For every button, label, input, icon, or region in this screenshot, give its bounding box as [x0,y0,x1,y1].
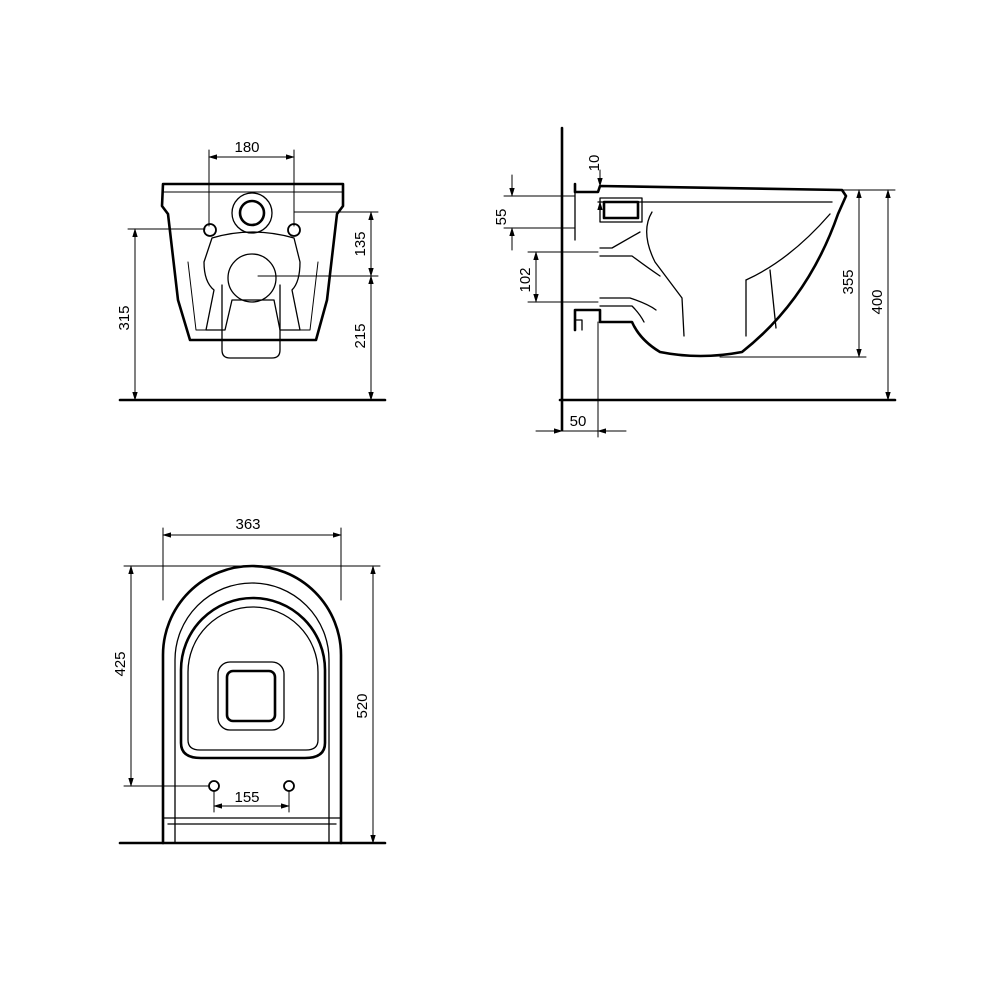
dim-side-355: 355 [719,189,867,358]
dim-label-55: 55 [493,209,510,226]
dim-label-215: 215 [352,323,369,348]
side-view: 10 55 102 355 400 [493,126,897,438]
dim-side-400: 400 [841,189,896,401]
dim-label-102: 102 [517,267,534,292]
dim-label-425: 425 [112,651,129,676]
dim-front-180: 180 [208,139,295,227]
dim-label-155: 155 [234,789,259,806]
dim-side-55: 55 [493,174,576,251]
front-fixing-hole-left [203,223,217,237]
dim-label-355: 355 [840,269,857,294]
dim-top-520: 520 [249,565,381,844]
dim-label-400: 400 [869,289,886,314]
dim-side-102: 102 [517,251,599,303]
top-fixing-hole-right [283,780,295,792]
side-toilet-outline [573,182,848,358]
dim-label-363: 363 [235,516,260,533]
dim-label-520: 520 [354,693,371,718]
dim-front-215: 215 [352,275,374,401]
dim-label-180: 180 [234,139,259,156]
dim-top-155: 155 [213,789,290,813]
dim-front-135: 135 [257,211,379,277]
dim-label-315: 315 [116,305,133,330]
top-view: 363 425 520 155 [112,516,387,845]
top-fixing-hole-left [208,780,220,792]
dim-top-425: 425 [112,565,251,787]
dim-label-10: 10 [586,155,603,172]
front-view: 180 135 215 315 [116,139,387,402]
dim-label-50: 50 [570,413,587,430]
dim-side-50: 50 [535,321,627,438]
dim-side-10: 10 [586,155,603,217]
dim-label-135: 135 [352,231,369,256]
front-toilet-outline [160,182,345,359]
dim-top-363: 363 [162,516,342,601]
dim-front-315: 315 [116,228,206,401]
